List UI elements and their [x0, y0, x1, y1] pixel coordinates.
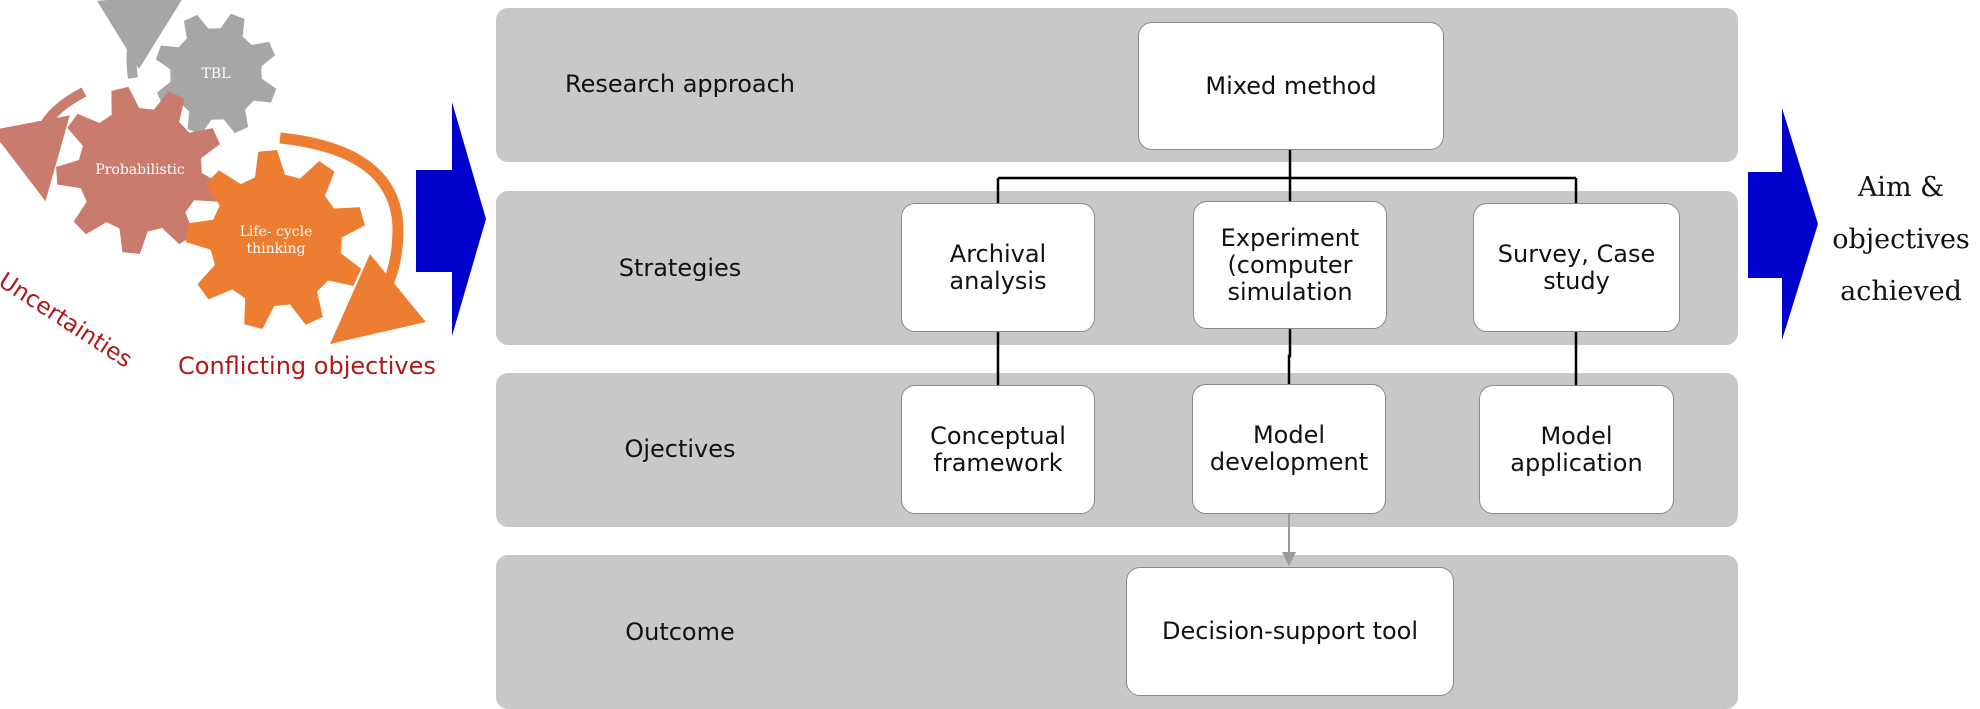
label-objectives: Ojectives — [624, 435, 736, 463]
tbl-label: TBL — [202, 66, 231, 82]
label-outcome: Outcome — [625, 618, 735, 646]
box-decision-support-tool: Decision-support tool — [1126, 567, 1454, 696]
experiment-line2: (computer — [1227, 250, 1353, 279]
result-line3: achieved — [1840, 276, 1962, 307]
experiment-line1: Experiment — [1220, 223, 1360, 252]
lifecycle-label-line2: thinking — [246, 241, 305, 257]
box-model-application: Model application — [1479, 385, 1674, 514]
box-archival-analysis: Archival analysis — [901, 203, 1095, 332]
probabilistic-gear-icon — [56, 86, 223, 254]
box-experiment: Experiment (computer simulation — [1193, 201, 1387, 329]
orange-cycle-arrow — [279, 132, 426, 344]
grey-cycle-arrow — [96, 0, 187, 79]
connector-experiment-modeldev — [1287, 328, 1292, 384]
box-mixed-method: Mixed method — [1138, 22, 1444, 150]
label-strategies: Strategies — [618, 254, 742, 282]
survey-line2: study — [1543, 266, 1610, 295]
model-dev-line1: Model — [1252, 421, 1326, 449]
model-app-line2: application — [1510, 448, 1643, 477]
decision-tool-text: Decision-support tool — [1161, 617, 1419, 645]
box-model-development: Model development — [1192, 384, 1386, 514]
label-research-approach: Research approach — [564, 70, 796, 98]
box-conceptual-framework: Conceptual framework — [901, 385, 1095, 514]
probabilistic-label: Probabilistic — [95, 162, 185, 178]
conflicting-objectives-label: Conflicting objectives — [178, 352, 436, 380]
band-research-approach — [496, 8, 1738, 162]
survey-line1: Survey, Case — [1497, 239, 1656, 268]
lifecycle-gear-icon — [186, 150, 365, 329]
result-line1: Aim & — [1857, 172, 1945, 203]
lifecycle-label-line1: Life- cycle — [240, 224, 313, 240]
left-big-arrow — [416, 102, 486, 336]
box-survey-case-study: Survey, Case study — [1473, 203, 1680, 332]
model-dev-line2: development — [1209, 448, 1369, 476]
experiment-line3: simulation — [1227, 277, 1353, 306]
archival-line2: analysis — [949, 266, 1047, 295]
aim-objectives-achieved: Aim & objectives achieved — [1822, 162, 1980, 318]
right-big-arrow — [1748, 108, 1818, 340]
gears-illustration: TBL Probabilistic Life- cycle thinking — [0, 0, 426, 344]
archival-line1: Archival — [949, 239, 1047, 268]
mixed-method-text: Mixed method — [1205, 71, 1377, 100]
band-outcome — [496, 555, 1738, 709]
arrowhead-decision — [1282, 552, 1296, 566]
conceptual-line2: framework — [933, 448, 1063, 477]
result-line2: objectives — [1832, 224, 1970, 255]
tbl-gear-icon — [155, 13, 277, 135]
model-app-line1: Model — [1540, 421, 1613, 450]
rose-cycle-arrow — [0, 87, 87, 202]
conceptual-line1: Conceptual — [930, 421, 1066, 450]
